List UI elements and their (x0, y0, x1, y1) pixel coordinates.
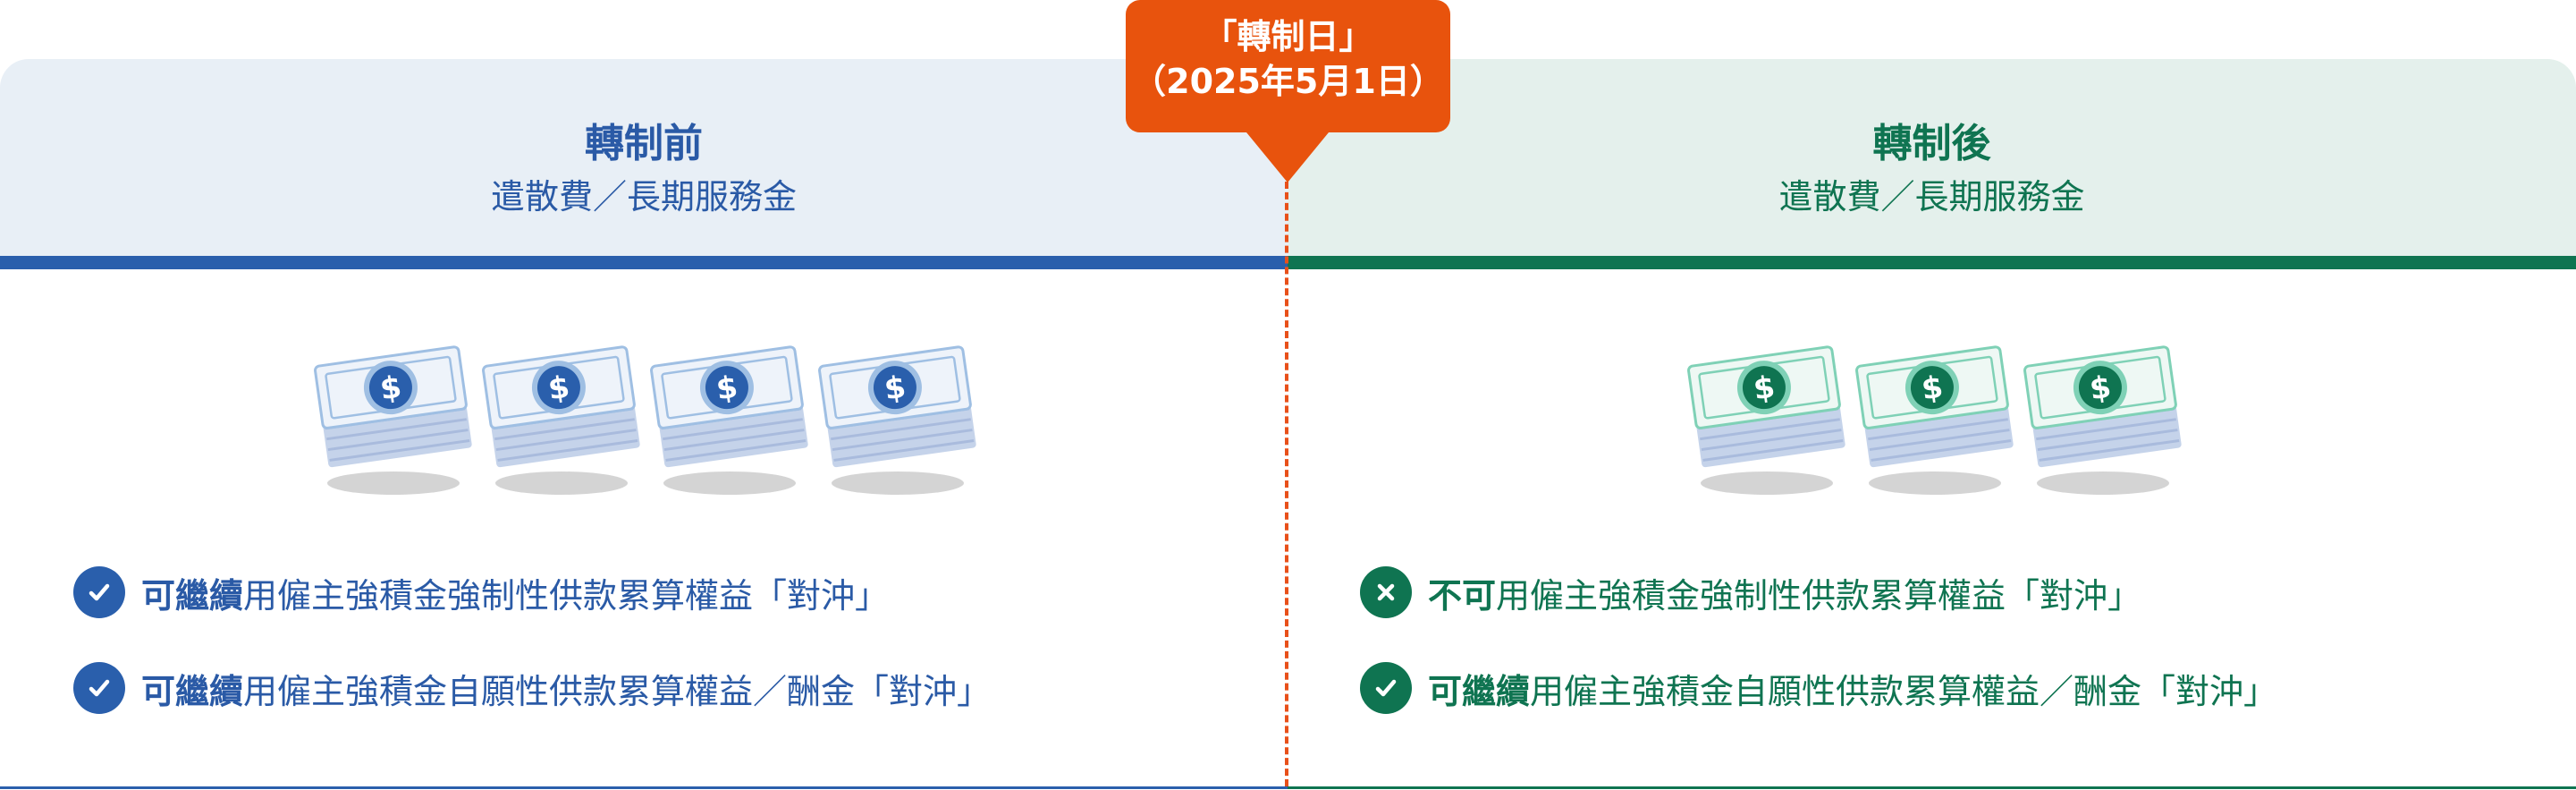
after-money-stack-icon: $ (1673, 333, 1861, 503)
check-icon (73, 662, 125, 714)
after-point-1: 不可用僱主強積金強制性供款累算權益「對沖」 (1360, 561, 2141, 624)
svg-text:$: $ (1752, 370, 1778, 408)
conversion-date-pointer (1246, 132, 1329, 183)
before-point-1-text: 用僱主強積金強制性供款累算權益「對沖」 (243, 575, 890, 616)
before-point-2-text: 用僱主強積金自願性供款累算權益／酬金「對沖」 (243, 671, 992, 711)
before-money-stack-icon: $ (804, 333, 992, 503)
before-point-2-emphasis: 可繼續 (141, 671, 244, 711)
before-point-1: 可繼續用僱主強積金強制性供款累算權益「對沖」 (73, 561, 889, 624)
conversion-date-divider (1285, 182, 1288, 786)
svg-text:$: $ (714, 370, 740, 408)
svg-text:$: $ (883, 370, 908, 408)
after-point-1-text: 用僱主強積金強制性供款累算權益「對沖」 (1496, 575, 2142, 616)
check-icon (1360, 662, 1412, 714)
after-point-2-emphasis: 可繼續 (1428, 671, 1531, 711)
after-accent-bar (1288, 256, 2576, 269)
after-money-stack-icon: $ (2009, 333, 2197, 503)
svg-text:$: $ (1920, 370, 1946, 408)
before-subtitle: 遣散費／長期服務金 (490, 177, 797, 217)
before-point-1-emphasis: 可繼續 (141, 575, 244, 616)
before-bottom-rule (0, 786, 1288, 789)
after-subtitle: 遣散費／長期服務金 (1778, 177, 2085, 217)
before-money-stack-icon: $ (636, 333, 823, 503)
conversion-date-title: 「轉制日」 (1203, 17, 1373, 56)
check-icon (73, 566, 125, 618)
before-money-stack-icon: $ (300, 333, 487, 503)
before-money-stack-icon: $ (468, 333, 655, 503)
svg-text:$: $ (546, 370, 572, 408)
after-point-2: 可繼續用僱主強積金自願性供款累算權益／酬金「對沖」 (1360, 657, 2277, 719)
svg-text:$: $ (378, 370, 404, 408)
after-money-stack-icon: $ (1841, 333, 2029, 503)
before-point-2: 可繼續用僱主強積金自願性供款累算權益／酬金「對沖」 (73, 657, 991, 719)
after-title: 轉制後 (1872, 121, 1991, 166)
before-title: 轉制前 (585, 121, 703, 166)
svg-text:$: $ (2088, 370, 2114, 408)
after-header: 轉制後 遣散費／長期服務金 (1288, 59, 2576, 256)
cross-icon (1360, 566, 1412, 618)
conversion-date-label: 「轉制日」 （2025年5月1日） (1126, 0, 1450, 132)
after-point-1-emphasis: 不可 (1428, 575, 1497, 616)
before-accent-bar (0, 256, 1288, 269)
before-header: 轉制前 遣散費／長期服務金 (0, 59, 1288, 256)
after-point-2-text: 用僱主強積金自願性供款累算權益／酬金「對沖」 (1530, 671, 2278, 711)
conversion-date-value: （2025年5月1日） (1132, 62, 1444, 101)
after-bottom-rule (1288, 786, 2576, 789)
